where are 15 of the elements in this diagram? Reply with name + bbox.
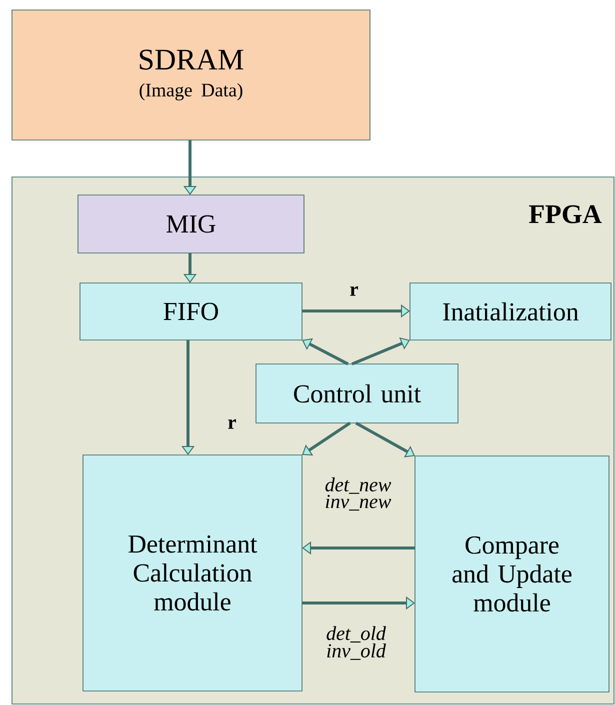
process-box: SDRAM (Image Data) <box>12 10 370 140</box>
process-box: Inatialization <box>410 282 612 340</box>
edge-label: r <box>228 419 236 429</box>
process-box: FIFO <box>80 282 302 340</box>
arrow <box>355 422 415 458</box>
arrow <box>351 337 410 366</box>
arrow <box>302 338 349 366</box>
arrow <box>302 422 351 456</box>
process-box: Control unit <box>256 364 458 424</box>
edge-label: det_old inv_old <box>326 626 386 660</box>
process-box: Determinant Calculation module <box>82 454 302 692</box>
process-box: Compare and Update module <box>414 456 610 692</box>
process-box: MIG <box>78 194 304 254</box>
edge-label: r <box>350 286 358 296</box>
edge-label: det_new inv_new <box>325 477 392 511</box>
